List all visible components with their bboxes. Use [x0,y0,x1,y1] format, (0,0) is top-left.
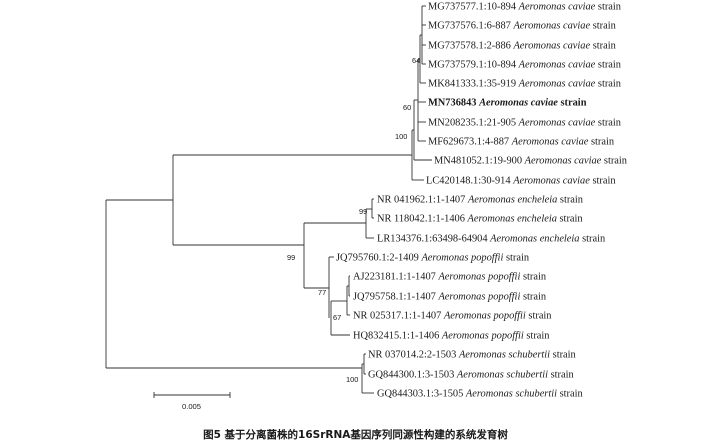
leaf-label: LC420148.1:30-914 Aeromonas caviae strai… [426,176,616,187]
leaf-label: MG737578.1:2-886 Aeromonas caviae strain [428,41,617,52]
leaf-label: MN481052.1:19-900 Aeromonas caviae strai… [434,156,628,167]
leaf-label: HQ832415.1:1-1406 Aeromonas popoffii str… [353,331,550,342]
bootstrap-value: 60 [403,103,411,112]
leaf-label: GQ844303.1:3-1505 Aeromonas schubertii s… [377,389,584,400]
leaf-labels: MG737577.1:10-894 Aeromonas caviae strai… [336,2,628,400]
leaf-label: MF629673.1:4-887 Aeromonas caviae strain [428,137,615,148]
leaf-label: JQ795760.1:2-1409 Aeromonas popoffii str… [336,253,530,264]
scale-bar: 0.005 [153,392,231,411]
leaf-label: NR 037014.2:2-1503 Aeromonas schubertii … [368,350,577,361]
leaf-label: NR 025317.1:1-1407 Aeromonas popoffii st… [353,311,552,322]
leaf-label: JQ795758.1:1-1407 Aeromonas popoffii str… [353,292,547,303]
bootstrap-value: 100 [395,132,407,141]
bootstrap-values: 64 60 100 99 99 77 67 100 [287,56,420,384]
bootstrap-value: 99 [359,207,367,216]
leaf-label: MN208235.1:21-905 Aeromonas caviae strai… [428,118,622,129]
leaf-label: LR134376.1:63498-64904 Aeromonas enchele… [377,234,606,245]
bootstrap-value: 77 [318,288,326,297]
leaf-label-isolate: MN736843 Aeromonas caviae strain [428,98,587,109]
leaf-label: NR 041962.1:1-1407 Aeromonas encheleia s… [377,195,584,206]
scale-bar-label: 0.005 [182,402,201,411]
bootstrap-value: 99 [287,253,295,262]
tree-branches [105,5,432,394]
leaf-label: MG737579.1:10-894 Aeromonas caviae strai… [428,60,622,71]
leaf-label: MG737576.1:6-887 Aeromonas caviae strain [428,21,617,32]
leaf-label: NR 118042.1:1-1406 Aeromonas encheleia s… [377,214,583,225]
bootstrap-value: 100 [346,375,358,384]
leaf-label: MG737577.1:10-894 Aeromonas caviae strai… [428,2,622,13]
leaf-label: AJ223181.1:1-1407 Aeromonas popoffii str… [353,272,547,283]
leaf-label: GQ844300.1:3-1503 Aeromonas schubertii s… [368,370,575,381]
bootstrap-value: 67 [333,313,341,322]
figure-caption: 图5 基于分离菌株的16SrRNA基因序列同源性构建的系统发育树 [203,429,508,441]
leaf-label: MK841333.1:35-919 Aeromonas caviae strai… [428,79,622,90]
bootstrap-value: 64 [412,56,420,65]
